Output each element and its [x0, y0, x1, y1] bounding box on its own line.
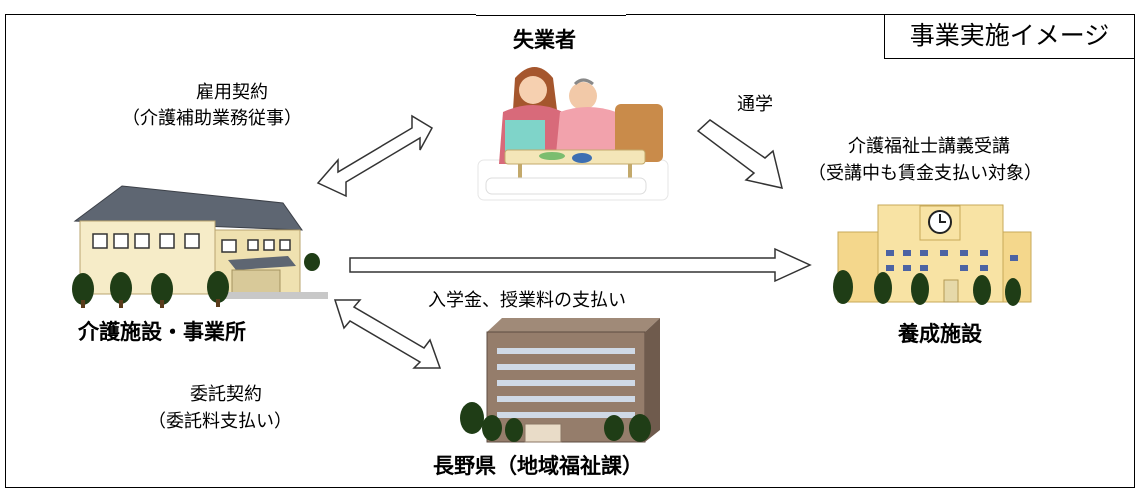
employment-label-line2: （介護補助業務従事） [122, 108, 302, 129]
training-facility-illustration [833, 204, 1032, 306]
tuition-label: 入学金、授業料の支払い [428, 290, 626, 311]
commute-arrow [696, 119, 784, 189]
employment-label-line1: 雇用契約 [196, 82, 268, 103]
consign-label-line1: 委託契約 [190, 384, 262, 405]
tuition-arrow [349, 247, 812, 283]
course-label-line1: 介護福祉士講義受講 [848, 136, 1010, 157]
prefecture-label: 長野県（地域福祉課） [433, 454, 643, 478]
consign-label-line2: （委託料支払い） [148, 411, 292, 432]
employment-double-arrow [316, 114, 434, 198]
prefecture-illustration [460, 318, 660, 443]
unemployed-illustration [477, 67, 669, 201]
title-badge: 事業実施イメージ [884, 14, 1135, 59]
care-facility-label: 介護施設・事業所 [78, 320, 246, 344]
commute-label: 通学 [737, 94, 773, 115]
care-facility-illustration [72, 185, 328, 308]
frame-tab [476, 5, 626, 16]
course-label-line2: （受講中も賃金支払い対象） [808, 163, 1042, 184]
consign-double-arrow [333, 299, 442, 369]
unemployed-label: 失業者 [513, 28, 576, 52]
training-facility-label: 養成施設 [898, 322, 982, 346]
